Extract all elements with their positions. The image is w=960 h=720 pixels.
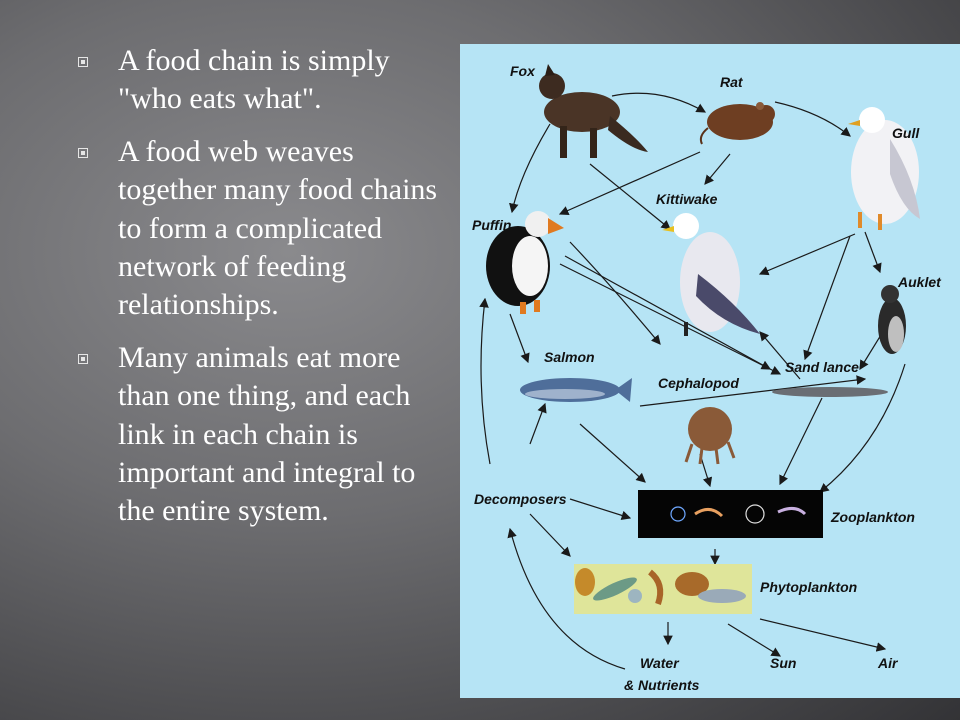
zooplankton-image bbox=[638, 490, 823, 538]
bullet-item: A food chain is simply "who eats what". bbox=[78, 42, 450, 119]
bullet-item: A food web weaves together many food cha… bbox=[78, 133, 450, 325]
fox-image bbox=[539, 64, 648, 158]
diagram-labels: Fox Rat Gull Kittiwake Puffin Auklet Sal… bbox=[472, 63, 942, 693]
label-fox: Fox bbox=[510, 63, 536, 79]
label-sun: Sun bbox=[770, 655, 796, 671]
label-cephalopod: Cephalopod bbox=[658, 375, 739, 391]
label-phytoplankton: Phytoplankton bbox=[760, 579, 857, 595]
label-puffin: Puffin bbox=[472, 217, 511, 233]
cephalopod-image bbox=[684, 407, 736, 465]
bullet-marker-icon bbox=[78, 353, 88, 364]
label-decomposers: Decomposers bbox=[474, 491, 567, 507]
food-web-svg: Fox Rat Gull Kittiwake Puffin Auklet Sal… bbox=[472, 63, 942, 693]
puffin-image bbox=[486, 211, 564, 314]
bullet-text: A food chain is simply "who eats what". bbox=[118, 44, 390, 116]
kittiwake-image bbox=[662, 213, 760, 336]
food-web-diagram: Fox Rat Gull Kittiwake Puffin Auklet Sal… bbox=[460, 44, 960, 698]
sand-lance-image bbox=[772, 387, 888, 397]
label-nutrients: & Nutrients bbox=[624, 677, 700, 693]
rat-image bbox=[699, 102, 775, 145]
label-air: Air bbox=[877, 655, 899, 671]
label-gull: Gull bbox=[892, 125, 920, 141]
label-kittiwake: Kittiwake bbox=[656, 191, 718, 207]
label-rat: Rat bbox=[720, 74, 744, 90]
label-auklet: Auklet bbox=[897, 274, 942, 290]
bullet-text: Many animals eat more than one thing, an… bbox=[118, 340, 416, 528]
auklet-image bbox=[878, 285, 906, 354]
phytoplankton-image bbox=[574, 564, 752, 614]
label-zooplankton: Zooplankton bbox=[830, 509, 915, 525]
bullet-marker-icon bbox=[78, 147, 88, 158]
bullet-list: A food chain is simply "who eats what". … bbox=[78, 42, 450, 545]
salmon-image bbox=[520, 378, 632, 402]
bullet-marker-icon bbox=[78, 57, 88, 67]
label-sand-lance: Sand lance bbox=[785, 359, 859, 375]
label-salmon: Salmon bbox=[544, 349, 595, 365]
bullet-text: A food web weaves together many food cha… bbox=[118, 134, 438, 322]
gull-image bbox=[848, 107, 920, 230]
label-water: Water bbox=[640, 655, 680, 671]
bullet-item: Many animals eat more than one thing, an… bbox=[78, 339, 450, 531]
